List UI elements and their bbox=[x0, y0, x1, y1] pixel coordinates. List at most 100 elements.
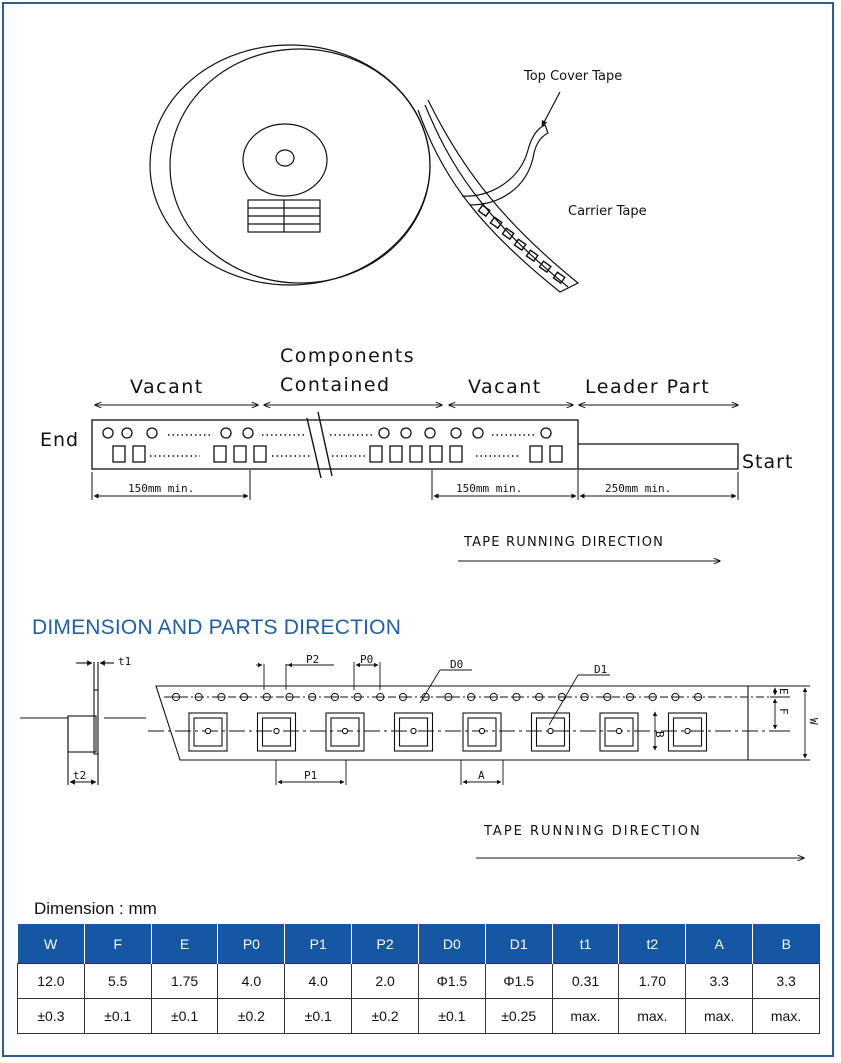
table-header-row: W F E P0 P1 P2 D0 D1 t1 t2 A B bbox=[17, 924, 820, 964]
dimension-table: W F E P0 P1 P2 D0 D1 t1 t2 A B 12.0 5.5 … bbox=[17, 924, 820, 1034]
e-label: E bbox=[777, 688, 790, 695]
header-w: W bbox=[17, 924, 85, 964]
pocket-outline bbox=[667, 712, 708, 752]
reel-hub bbox=[242, 123, 328, 197]
p2-label: P2 bbox=[306, 653, 319, 666]
reel-back-rim bbox=[169, 48, 431, 284]
carrier-tape-label: Carrier Tape bbox=[568, 204, 647, 219]
pocket-cavity bbox=[535, 717, 566, 747]
pocket-outline bbox=[256, 712, 297, 752]
pocket-hole bbox=[204, 727, 212, 735]
header-e: E bbox=[151, 924, 219, 964]
header-b: B bbox=[752, 924, 820, 964]
side-view bbox=[20, 660, 146, 785]
length-dimensions bbox=[91, 470, 739, 500]
tape-strip bbox=[91, 411, 739, 479]
table-cell: 12.0 bbox=[17, 963, 85, 999]
p1-label: P1 bbox=[304, 769, 317, 782]
table-cell: max. bbox=[685, 998, 754, 1034]
table-cell: Φ1.5 bbox=[417, 963, 486, 999]
reel-illustration bbox=[149, 44, 580, 293]
d1-label: D1 bbox=[594, 663, 607, 676]
pocket-cavity bbox=[261, 717, 292, 747]
table-cell: 3.3 bbox=[685, 963, 754, 999]
components-label-line1: Components bbox=[280, 345, 415, 367]
table-cell: 1.75 bbox=[150, 963, 219, 999]
pocket-hole bbox=[478, 727, 486, 735]
pocket-cavity bbox=[330, 717, 360, 747]
pocket-outline bbox=[599, 712, 639, 752]
table-cell: ±0.1 bbox=[417, 998, 486, 1034]
header-p1: P1 bbox=[284, 924, 353, 964]
table-cell: max. bbox=[551, 998, 620, 1034]
top-cover-tape bbox=[461, 124, 549, 206]
end-label: End bbox=[40, 429, 79, 451]
w-label: W bbox=[807, 718, 820, 725]
pocket-cavity bbox=[467, 717, 497, 747]
pocket-outline bbox=[325, 712, 365, 752]
top-cover-tape-label: Top Cover Tape bbox=[523, 69, 622, 84]
leader-part-label: Leader Part bbox=[585, 376, 710, 398]
pocket-hole bbox=[615, 727, 623, 735]
component-pockets bbox=[112, 445, 563, 463]
pockets-top bbox=[188, 712, 708, 752]
pocket-outline bbox=[530, 712, 571, 752]
a-label: A bbox=[478, 769, 485, 782]
table-row: ±0.3 ±0.1 ±0.1 ±0.2 ±0.1 ±0.2 ±0.1 ±0.25… bbox=[17, 998, 820, 1034]
start-label: Start bbox=[742, 451, 793, 473]
table-cell: ±0.1 bbox=[284, 998, 353, 1034]
sprocket-holes bbox=[102, 427, 552, 439]
table-cell: 0.31 bbox=[551, 963, 620, 999]
carrier-tape-strip bbox=[417, 99, 580, 293]
table-cell: max. bbox=[752, 998, 820, 1034]
b-label: B bbox=[653, 731, 666, 738]
pocket-hole bbox=[341, 727, 349, 735]
table-cell: ±0.3 bbox=[17, 998, 85, 1034]
direction-label-1: TAPE RUNNING DIRECTION bbox=[463, 535, 664, 550]
table-cell: max. bbox=[618, 998, 687, 1034]
dimension-unit-label: Dimension : mm bbox=[34, 899, 157, 918]
ellipsis-dots bbox=[150, 434, 534, 457]
header-p2: P2 bbox=[351, 924, 419, 964]
dim-150-mid: 150mm min. bbox=[456, 482, 522, 495]
table-cell: ±0.2 bbox=[351, 998, 419, 1034]
direction-label-2: TAPE RUNNING DIRECTION bbox=[483, 824, 702, 839]
dim-150-left: 150mm min. bbox=[128, 482, 194, 495]
table-cell: ±0.1 bbox=[83, 998, 152, 1034]
header-p0: P0 bbox=[217, 924, 286, 964]
reel-label-grid bbox=[247, 199, 321, 233]
pocket-outline bbox=[393, 712, 434, 752]
d0-label: D0 bbox=[450, 658, 463, 671]
table-cell: 5.5 bbox=[83, 963, 152, 999]
pocket-hole bbox=[684, 727, 691, 735]
f-label: F bbox=[777, 708, 790, 715]
pocket-cavity bbox=[672, 717, 703, 747]
pocket-hole bbox=[410, 727, 417, 735]
vacant-left-label: Vacant bbox=[130, 376, 204, 398]
table-cell: ±0.25 bbox=[484, 998, 553, 1034]
header-d0: D0 bbox=[418, 924, 486, 964]
t1-label: t1 bbox=[118, 655, 131, 668]
components-label-line2: Contained bbox=[280, 374, 391, 396]
table-cell: 4.0 bbox=[284, 963, 353, 999]
header-f: F bbox=[84, 924, 152, 964]
header-t2: t2 bbox=[618, 924, 687, 964]
section-title: DIMENSION AND PARTS DIRECTION bbox=[32, 616, 402, 639]
table-row: 12.0 5.5 1.75 4.0 4.0 2.0 Φ1.5 Φ1.5 0.31… bbox=[17, 963, 820, 999]
t2-label: t2 bbox=[73, 769, 86, 782]
vacant-right-label: Vacant bbox=[468, 376, 542, 398]
reel-center-hole bbox=[275, 149, 295, 167]
table-cell: 1.70 bbox=[618, 963, 687, 999]
pocket-cavity bbox=[398, 717, 429, 747]
header-d1: D1 bbox=[485, 924, 553, 964]
table-cell: 3.3 bbox=[752, 963, 820, 999]
table-cell: 2.0 bbox=[351, 963, 419, 999]
table-cell: ±0.1 bbox=[150, 998, 219, 1034]
sprocket-holes-top bbox=[171, 692, 703, 702]
header-t1: t1 bbox=[552, 924, 620, 964]
tape-pockets bbox=[477, 204, 566, 285]
pocket-outline bbox=[462, 712, 502, 752]
p0-label: P0 bbox=[360, 653, 373, 666]
